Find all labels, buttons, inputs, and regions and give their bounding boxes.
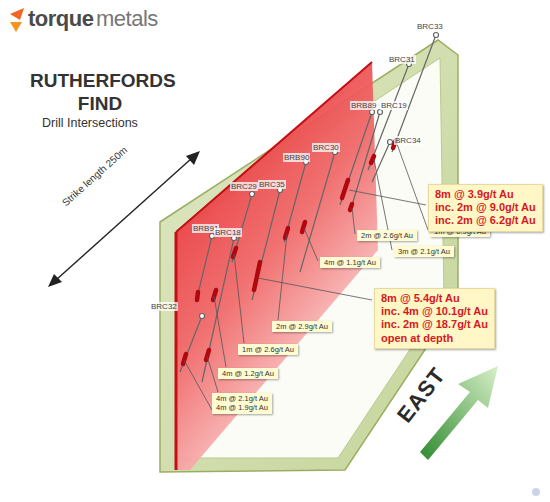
assay-text: inc. 2m @ 18.7g/t Au	[381, 318, 488, 331]
shear-zone-plane	[176, 62, 378, 470]
assay-text: 8m @ 3.9g/t Au	[435, 188, 536, 201]
assay-text: inc. 4m @ 10.1g/t Au	[381, 305, 488, 318]
assay-callout: 4m @ 1.2g/t Au	[218, 368, 278, 379]
drill-hole-id: BRC18	[214, 228, 242, 237]
result-callout: 8m @ 3.9g/t Auinc. 2m @ 9.0g/t Auinc. 2m…	[428, 184, 543, 232]
assay-text: 4m @ 1.2g/t Au	[222, 369, 274, 378]
assay-text: inc. 2m @ 9.0g/t Au	[435, 201, 536, 214]
drill-hole-id: BRB89	[350, 101, 377, 110]
leader-lines	[184, 144, 428, 410]
assay-callout: 2m @ 2.6g/t Au	[357, 230, 417, 241]
drill-hole-id: BRC19	[380, 101, 408, 110]
assay-callout: 1m @ 2.6g/t Au	[238, 344, 298, 355]
logo-text: torque	[28, 6, 93, 31]
strike-arrow	[48, 151, 200, 287]
logo-text: metals	[96, 6, 158, 31]
assay-text: 2m @ 2.9g/t Au	[276, 322, 328, 331]
assay-text: open at depth	[381, 332, 488, 345]
assay-text: inc. 2m @ 6.2g/t Au	[435, 214, 536, 227]
drill-hole-id: BRC30	[312, 143, 340, 152]
plane-edge	[175, 232, 178, 470]
drill-hole-id: BRC32	[150, 302, 178, 311]
assay-text: 2m @ 2.6g/t Au	[361, 231, 413, 240]
assay-callout: 3m @ 2.1g/t Au	[394, 246, 454, 257]
assay-text: 1m @ 2.6g/t Au	[242, 345, 294, 354]
rock-block	[160, 40, 458, 472]
plane-edge	[176, 62, 372, 232]
logo-mark	[10, 8, 24, 32]
drill-hole-id: BRC29	[230, 182, 258, 191]
drill-hole-id: BRB90	[283, 153, 310, 162]
corner-badge	[532, 488, 540, 496]
drill-hole-id: BRC31	[388, 55, 416, 64]
assay-text: 8m @ 5.4g/t Au	[381, 292, 488, 305]
assay-callout: 2m @ 2.9g/t Au	[272, 321, 332, 332]
assay-text: 4m @ 1.9g/t Au	[216, 403, 268, 412]
assay-text: 4m @ 2.1g/t Au	[216, 394, 268, 403]
diagram-title: RUTHERFORDS FIND	[30, 70, 170, 116]
intersections	[183, 140, 396, 364]
drill-hole-id: BRC34	[394, 136, 422, 145]
assay-callout: 4m @ 1.1g/t Au	[320, 257, 380, 268]
assay-callout: 4m @ 2.1g/t Au4m @ 1.9g/t Au	[212, 393, 272, 414]
assay-text: 4m @ 1.1g/t Au	[324, 258, 376, 267]
drill-hole-id: BRC35	[258, 180, 286, 189]
assay-text: 3m @ 2.1g/t Au	[398, 247, 450, 256]
drill-hole-id: BRC33	[416, 22, 444, 31]
dimension-label: Strike length 250m	[60, 144, 130, 208]
subtitle: Drill Intersections	[42, 116, 138, 130]
result-callout: 8m @ 5.4g/t Auinc. 4m @ 10.1g/t Auinc. 2…	[374, 288, 495, 349]
